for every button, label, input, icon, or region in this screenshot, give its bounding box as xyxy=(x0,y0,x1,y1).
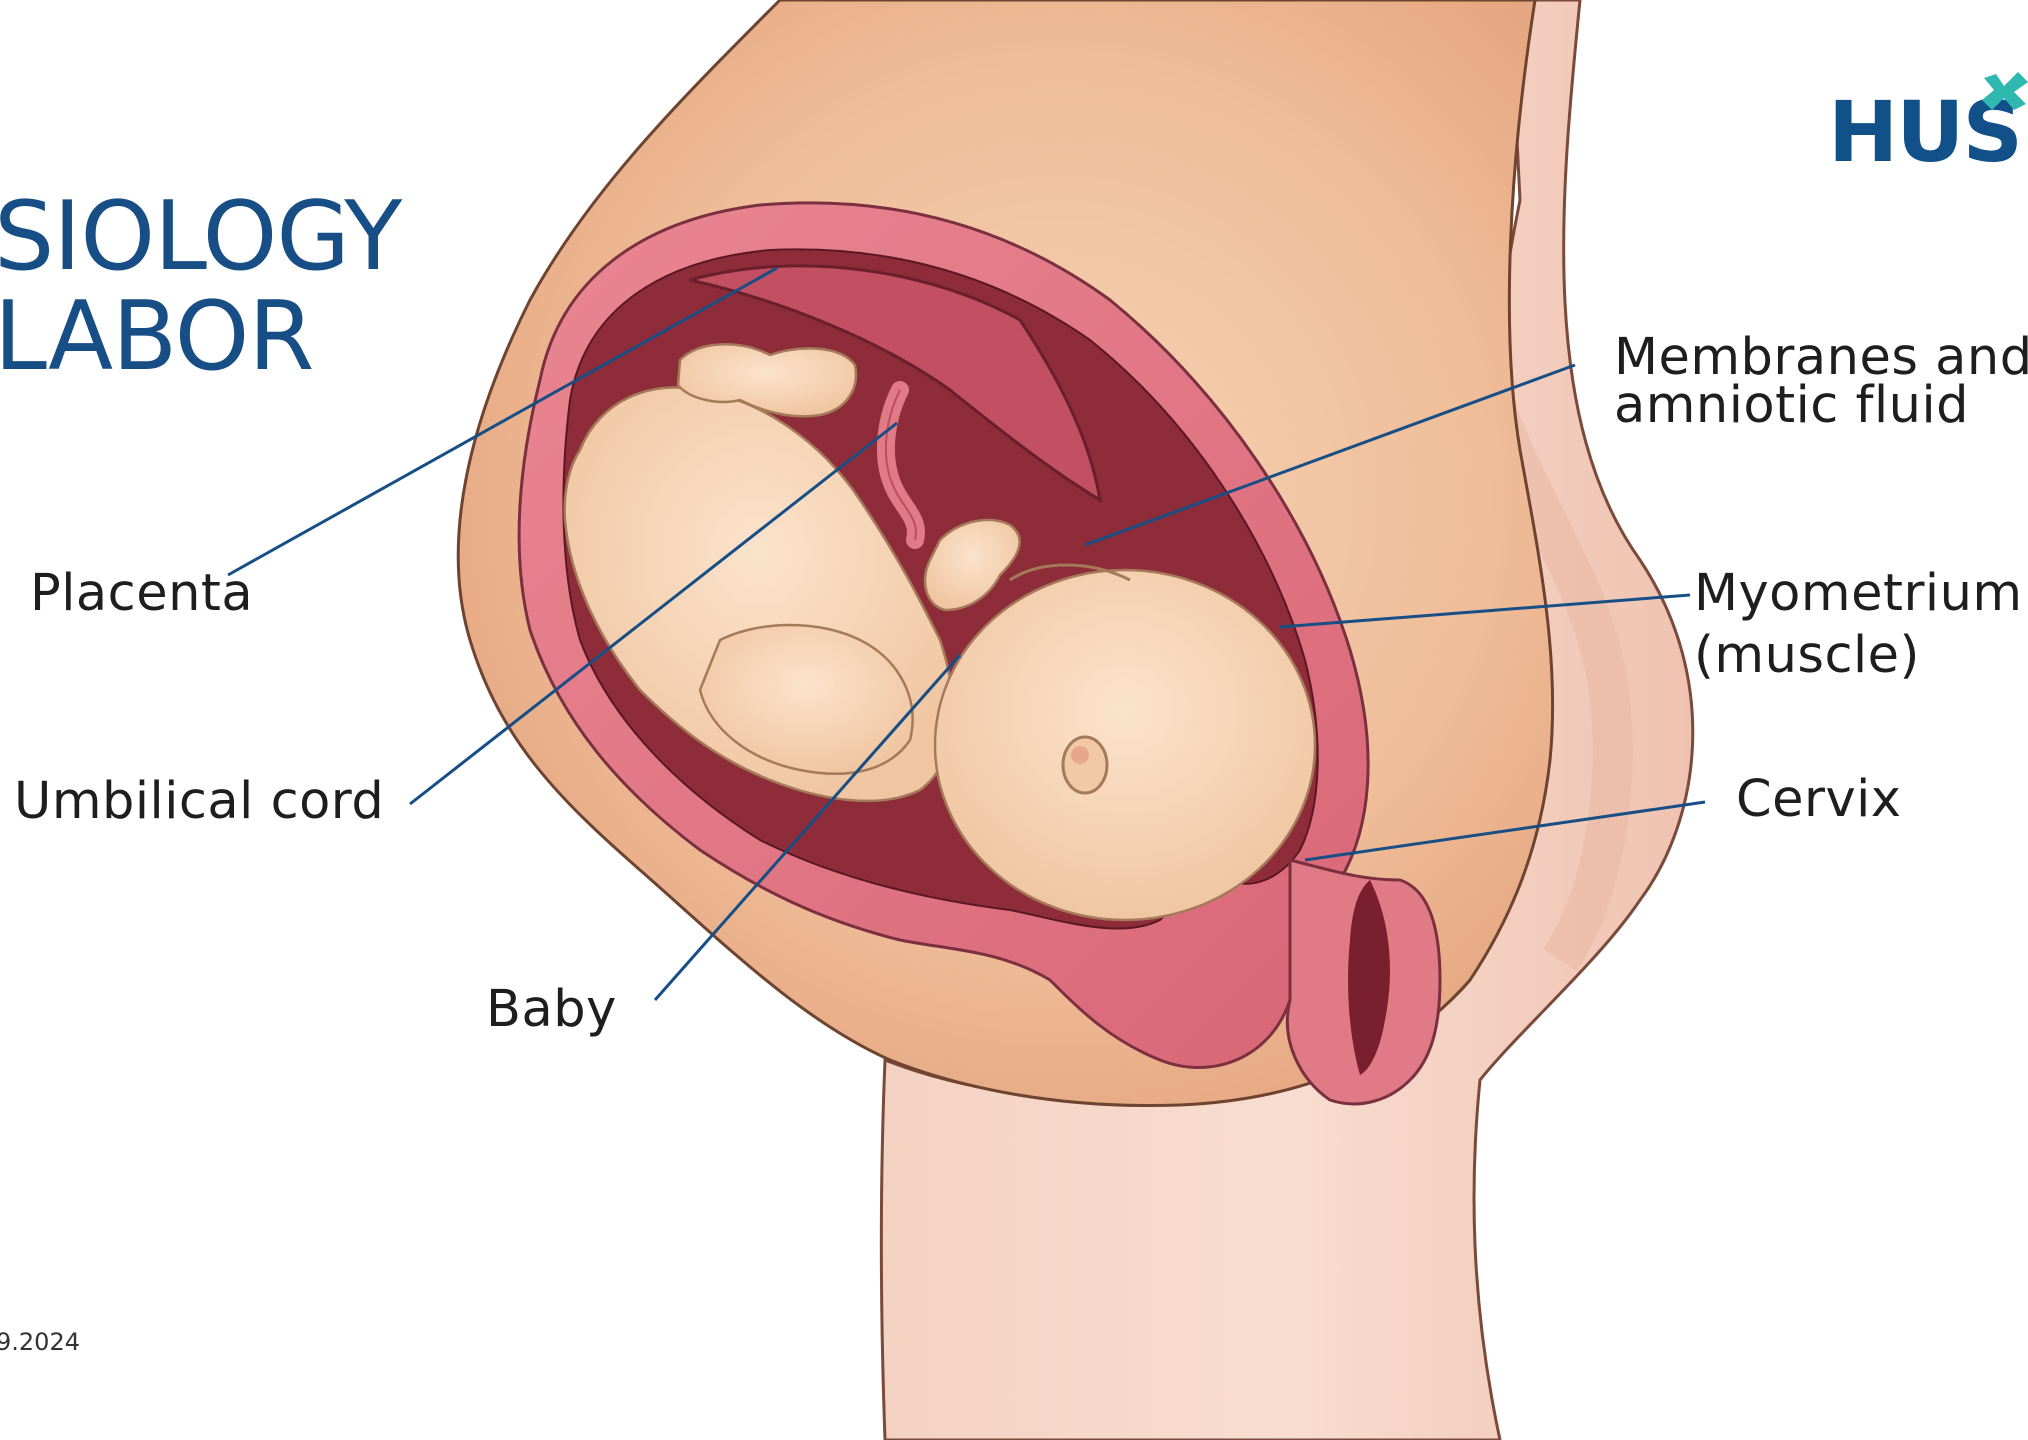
label-myometrium-line-1: Myometrium xyxy=(1694,568,2023,619)
title-line-2: LABOR xyxy=(0,290,313,385)
label-umbilical-cord: Umbilical cord xyxy=(14,776,384,827)
label-placenta: Placenta xyxy=(30,568,253,619)
label-baby: Baby xyxy=(486,984,617,1035)
cross-icon xyxy=(1974,68,2028,114)
label-myometrium-line-2: (muscle) xyxy=(1694,630,1920,681)
label-cervix: Cervix xyxy=(1736,774,1902,825)
label-membranes-line-2: amniotic fluid xyxy=(1614,380,1969,431)
title-line-1: SIOLOGY xyxy=(0,190,401,285)
hus-logo: HUS xyxy=(1828,90,2021,174)
footer-date: 9.2024 xyxy=(0,1328,80,1356)
